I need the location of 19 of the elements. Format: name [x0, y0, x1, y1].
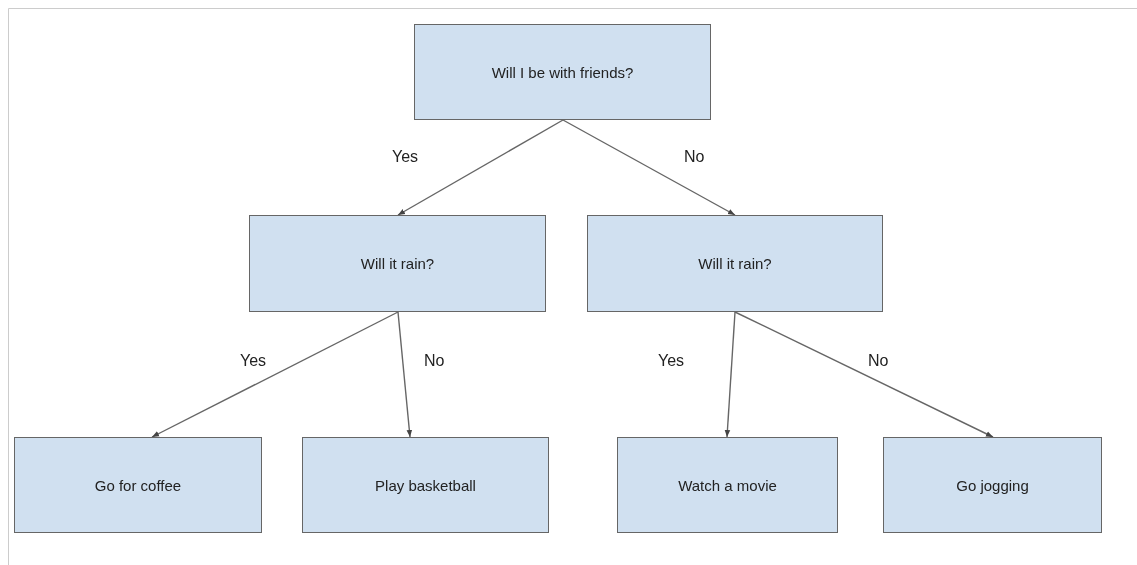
decision-box: Will it rain? [587, 215, 883, 312]
arrow [734, 311, 994, 438]
edge-label: Yes [392, 148, 419, 166]
decision-box: Play basketball [302, 437, 549, 533]
edge-label: No [684, 148, 705, 166]
decision-box: Go jogging [883, 437, 1102, 533]
edge-label: Yes [658, 352, 685, 370]
decision-box: Watch a movie [617, 437, 838, 533]
arrow [151, 311, 399, 438]
decision-box: Will I be with friends? [414, 24, 711, 120]
edge-label: No [868, 352, 889, 370]
arrow [397, 119, 564, 216]
edge-label: No [424, 352, 445, 370]
arrow [562, 119, 736, 216]
decision-box: Will it rain? [249, 215, 546, 312]
arrow [397, 311, 413, 438]
edge-label: Yes [240, 352, 267, 370]
decision-box: Go for coffee [14, 437, 262, 533]
arrow [724, 311, 736, 438]
